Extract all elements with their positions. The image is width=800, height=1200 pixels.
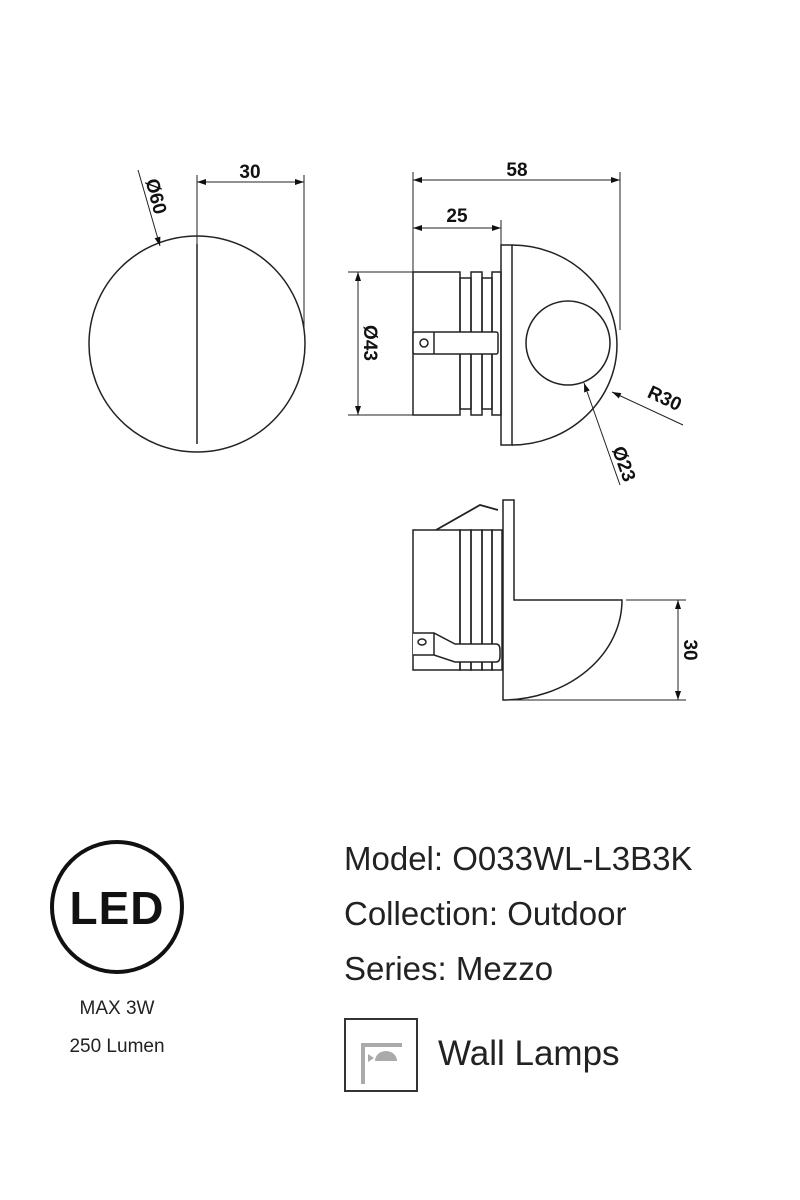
wall-lamp-icon [344,1018,418,1092]
dimension-total-label: 58 [506,160,527,181]
led-logo-text: LED [70,882,165,934]
lumen-rating: 250 Lumen [69,1036,165,1057]
bottom-view: 30 [412,499,700,701]
dimension-lens-label: Ø23 [607,444,639,485]
collection-text: Collection: Outdoor [344,895,627,932]
series-text: Series: Mezzo [344,950,554,987]
power-rating: MAX 3W [79,998,155,1019]
dimension-base-label: 25 [446,206,468,227]
side-view: 58 25 Ø43 R30 Ø23 [348,160,685,486]
led-badge: LED [50,840,184,974]
front-view: 30 Ø60 [88,162,306,453]
dimension-height-label: 30 [679,639,700,660]
dimension-depth-label: 30 [239,162,260,183]
model-text: Model: O033WL-L3B3K [344,840,693,877]
dimension-body-diameter-label: Ø43 [359,325,380,361]
dimension-diameter-label: Ø60 [141,177,171,217]
category-label: Wall Lamps [438,1034,620,1073]
dimension-radius-label: R30 [644,382,684,416]
